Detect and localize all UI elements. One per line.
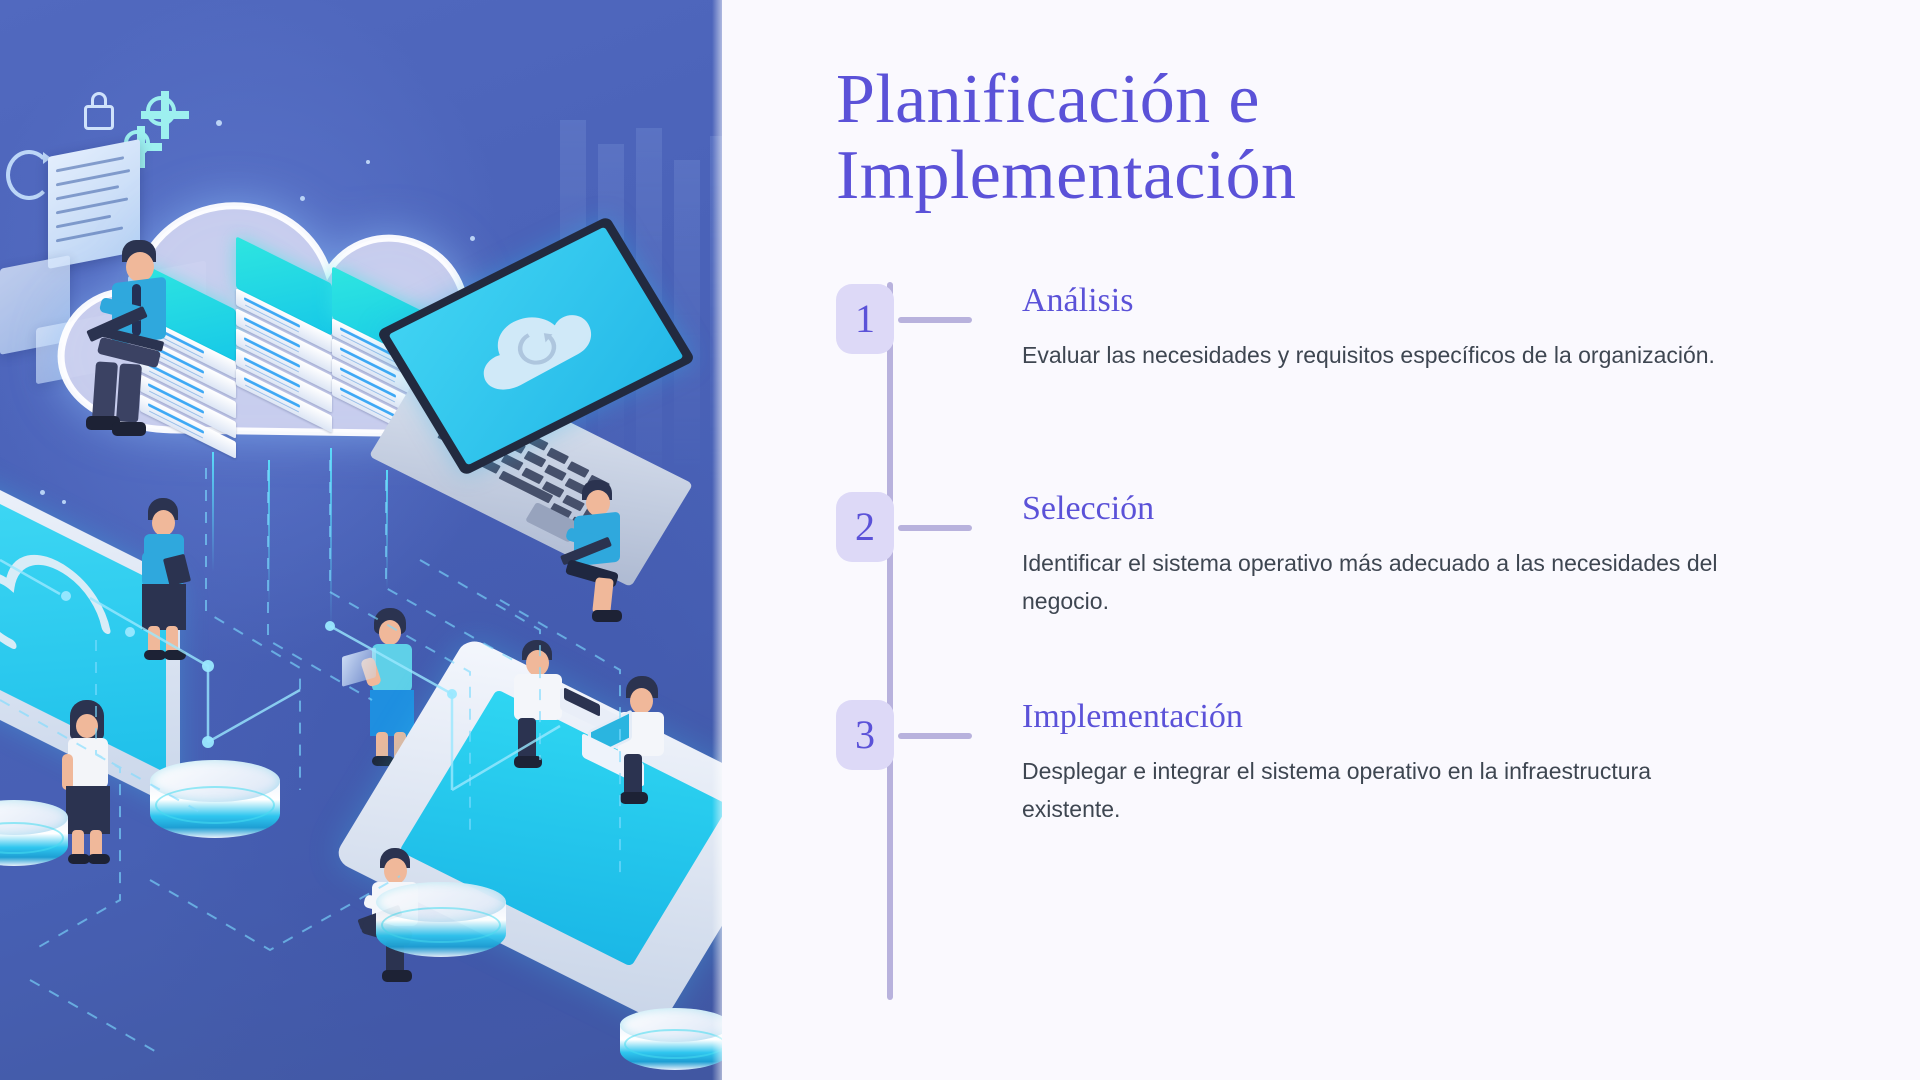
step-text: Selección Identificar el sistema operati…: [940, 490, 1896, 620]
step-badge-wrap: 1: [836, 282, 972, 356]
step-item: 2 Selección Identificar el sistema opera…: [836, 490, 1896, 620]
person-seated-laptop-edge: [560, 480, 650, 622]
step-connector: [898, 525, 972, 531]
step-description: Identificar el sistema operativo más ade…: [1022, 550, 1718, 614]
lock-icon: [84, 92, 114, 132]
refresh-icon: [6, 150, 52, 200]
step-badge-wrap: 2: [836, 490, 972, 564]
cloud-outline-icon: [0, 554, 111, 650]
step-item: 1 Análisis Evaluar las necesidades y req…: [836, 282, 1896, 412]
database-icon: [620, 1008, 722, 1080]
laptop-device: [368, 215, 700, 588]
database-icon: [150, 760, 280, 860]
step-title: Implementación: [1022, 698, 1243, 735]
illustration-panel: [0, 0, 722, 1080]
step-number-badge: 1: [836, 284, 894, 354]
step-number-badge: 2: [836, 492, 894, 562]
page-title-line-2: Implementación: [836, 136, 1297, 214]
page-title: Planificación e Implementación: [836, 62, 1656, 213]
step-badge-wrap: 3: [836, 698, 972, 772]
step-connector: [898, 733, 972, 739]
step-text: Implementación Desplegar e integrar el s…: [940, 698, 1896, 828]
person-standing-tablet: [128, 498, 200, 660]
step-number-badge: 3: [836, 700, 894, 770]
step-connector: [898, 317, 972, 323]
person-with-laptop: [86, 240, 202, 436]
database-icon: [376, 882, 506, 978]
person-standing-back: [52, 700, 124, 864]
laptop-screen: [376, 215, 696, 477]
person-at-desk: [582, 676, 686, 806]
steps-timeline: 1 Análisis Evaluar las necesidades y req…: [836, 282, 1896, 1000]
page-title-line-1: Planificación e: [836, 61, 1260, 138]
person-at-desk: [498, 640, 620, 770]
step-text: Análisis Evaluar las necesidades y requi…: [940, 282, 1896, 375]
step-title: Selección: [1022, 490, 1155, 527]
step-description: Evaluar las necesidades y requisitos esp…: [1022, 342, 1715, 369]
content-panel: Planificación e Implementación 1 Análisi…: [722, 0, 1920, 1080]
network-paths: [0, 460, 621, 1055]
step-description: Desplegar e integrar el sistema operativ…: [1022, 758, 1651, 822]
step-item: 3 Implementación Desplegar e integrar el…: [836, 698, 1896, 828]
step-title: Análisis: [1022, 282, 1134, 319]
cloud-sync-icon: [483, 315, 592, 390]
database-icon: [0, 800, 68, 884]
monitor-device: [0, 460, 180, 810]
illustration-edge-fade: [712, 0, 722, 1080]
timeline-track: [887, 282, 893, 1000]
